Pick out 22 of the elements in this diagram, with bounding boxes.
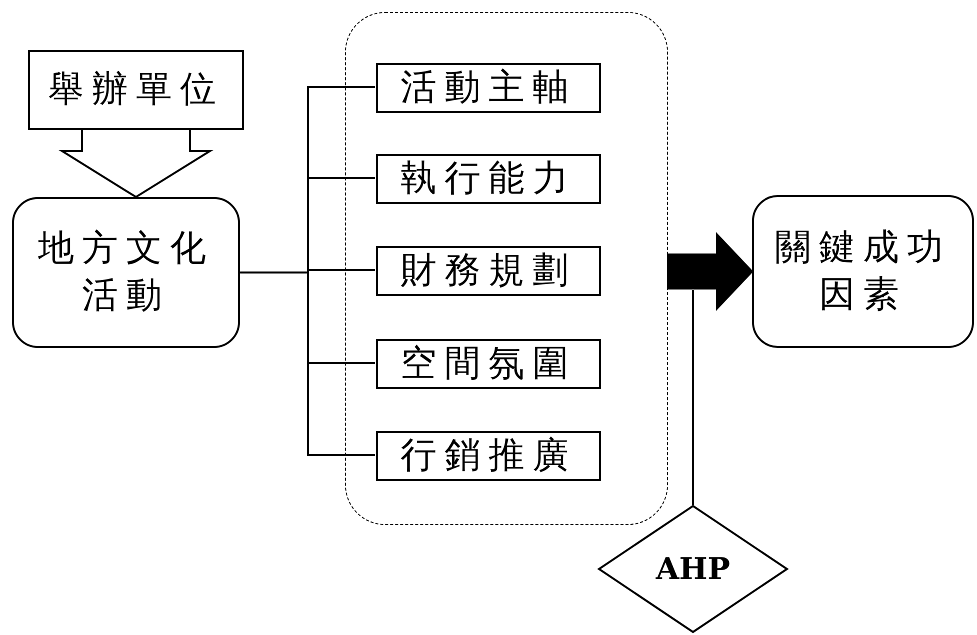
box-label: 行銷推廣	[400, 434, 576, 478]
factor-box	[376, 246, 601, 296]
block-arrow	[667, 232, 754, 312]
process-box	[12, 197, 240, 348]
hollow-block-arrow	[58, 129, 214, 198]
factor-box	[376, 339, 601, 389]
result-box	[752, 195, 974, 348]
box-label: 執行能力	[400, 156, 576, 201]
dashed-group-box	[345, 12, 668, 525]
connector-line	[240, 272, 375, 456]
box-label: 空間氛圍	[400, 342, 576, 386]
box-label: 地方文化活動	[37, 226, 215, 318]
box-label: 財務規劃	[400, 248, 576, 293]
connector-line	[692, 290, 694, 505]
box-label: 舉辦單位	[48, 68, 224, 112]
factor-box	[376, 154, 601, 204]
box-label: 關鍵成功因素	[774, 226, 952, 316]
factor-box	[376, 431, 601, 481]
title-box	[28, 50, 244, 130]
factor-box	[376, 63, 601, 113]
box-label: 活動主軸	[400, 66, 576, 110]
method-label: AHP	[656, 550, 730, 588]
